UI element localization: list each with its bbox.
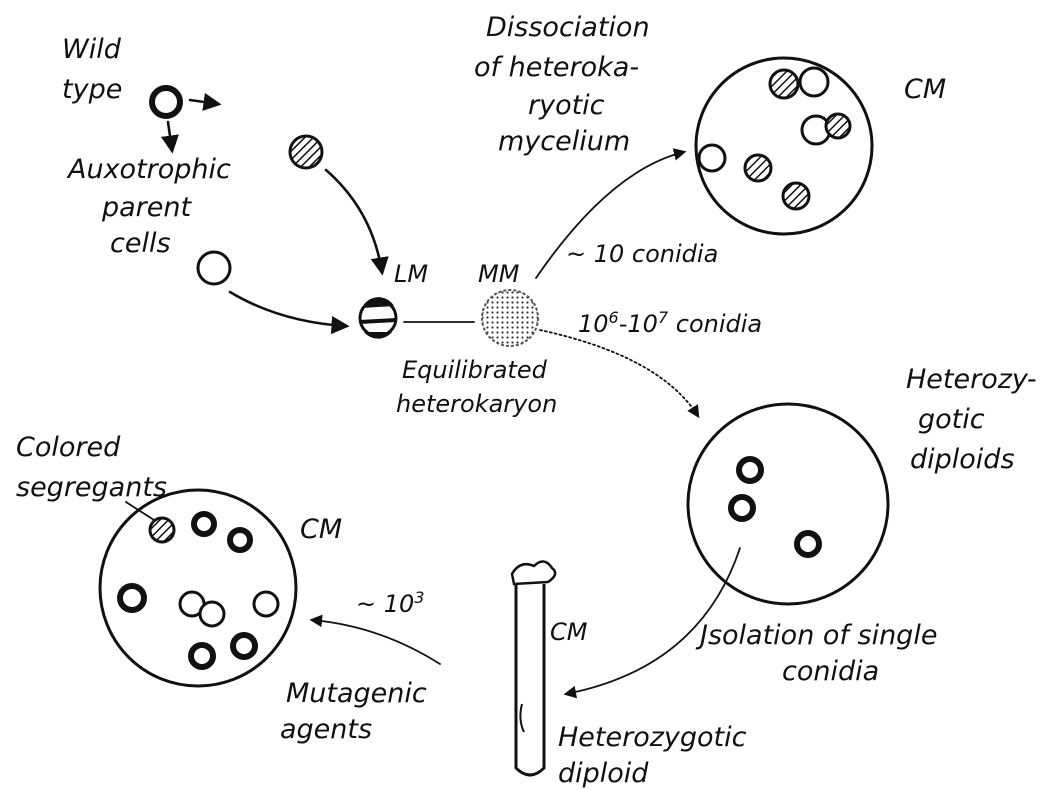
segregant-colony: [150, 518, 174, 542]
diploid-colony: [731, 497, 753, 519]
test-tube: [512, 561, 555, 775]
wild-type-arrow-down: [168, 122, 172, 150]
heterokaryon-group: LM MM Equilibrated heterokaryon: [360, 260, 557, 418]
colored-segregants-label: Colored segregants: [16, 432, 167, 503]
arrow-open-to-lm: [230, 292, 346, 326]
left-dish-cm-label: CM: [300, 514, 342, 545]
top-dish-colony: [783, 183, 809, 209]
diploid-selection-group: 106-107 conidia Heterozy- gotic diploids: [540, 308, 1045, 605]
arrow-to-right-dish: [540, 330, 698, 416]
top-dish-cm-label: CM: [904, 74, 946, 105]
mutagenic-label: Mutagenic agents: [280, 678, 435, 745]
left-dish-colony: [230, 530, 250, 550]
equilibrated-label: Equilibrated heterokaryon: [396, 356, 557, 418]
diploid-colony: [797, 533, 819, 555]
auxotrophic-label: Auxotrophic parent cells: [66, 154, 239, 259]
conidia-range-label: 106-107 conidia: [578, 308, 762, 339]
top-dish-colony: [800, 68, 828, 96]
diploid-colony: [739, 459, 761, 481]
left-dish-colony: [233, 635, 255, 657]
top-dish-colony: [745, 155, 771, 181]
tube-cm-label: CM: [550, 618, 588, 646]
top-dish-colony: [770, 70, 798, 98]
mm-label: MM: [478, 260, 520, 288]
hatched-parent-cell: [290, 136, 322, 168]
heterozygotic-diploid-label: Heterozygotic diploid: [558, 722, 755, 789]
left-dish-colony: [194, 514, 214, 534]
wild-type-label: Wild type: [62, 34, 129, 105]
wild-type-cell: [152, 88, 180, 116]
dissociation-label: Dissociation of heteroka- ryotic myceliu…: [474, 12, 658, 157]
top-dish-colony: [699, 145, 725, 171]
left-dish-colony: [200, 602, 224, 626]
heterozygotic-diploids-label: Heterozy- gotic diploids: [906, 364, 1045, 475]
mm-cell: [482, 290, 538, 346]
open-parent-cell: [198, 252, 230, 284]
auxotrophic-group: Auxotrophic parent cells: [66, 136, 382, 326]
ten-conidia-label: ~ 10 conidia: [566, 240, 718, 268]
left-dish-colony: [191, 645, 213, 667]
lm-cell: [360, 297, 396, 339]
left-dish-colony: [254, 592, 278, 616]
top-dish-colony: [826, 114, 850, 138]
arrow-to-left-dish: [312, 620, 440, 664]
wild-type-arrow-right: [190, 100, 218, 104]
isolation-label: Jsolation of single conidia: [695, 620, 946, 687]
approx-thousand-label: ~ 103: [356, 588, 424, 619]
wild-type-group: Wild type: [62, 34, 218, 150]
left-dish-colony: [120, 586, 144, 610]
right-dish: [688, 404, 888, 604]
arrow-hatched-to-lm: [326, 170, 382, 272]
dissociation-group: Dissociation of heteroka- ryotic myceliu…: [474, 12, 946, 278]
mutagenesis-group: ~ 103 Mutagenic agents CM Colored segreg…: [16, 432, 440, 745]
lm-label: LM: [394, 260, 428, 288]
